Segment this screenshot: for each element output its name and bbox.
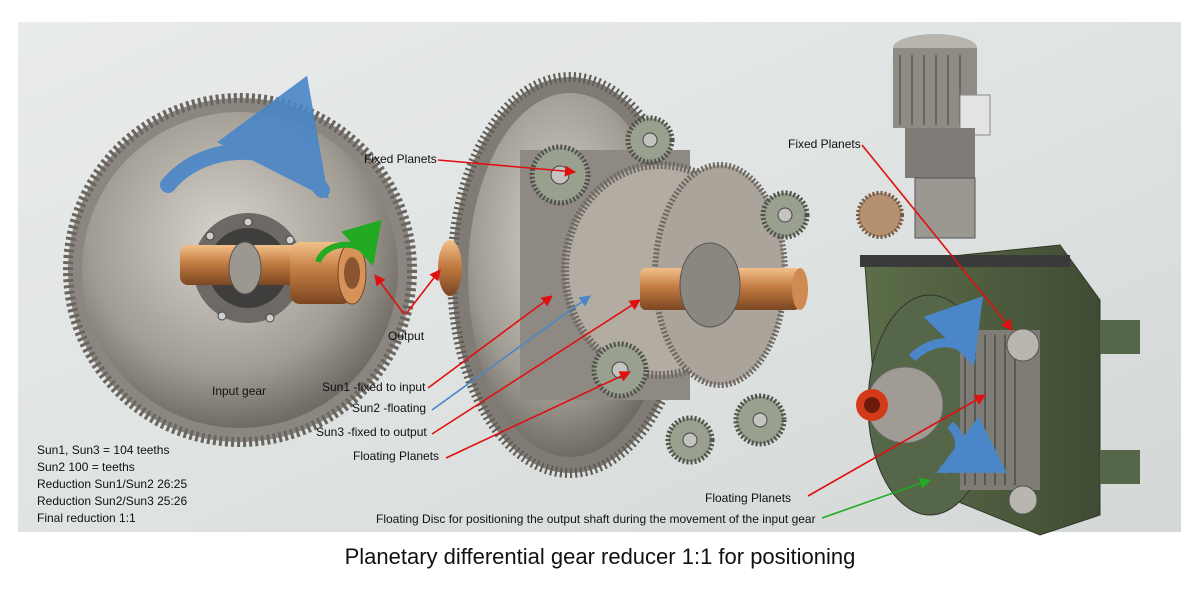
spec-line: Sun2 100 = teeths <box>37 460 135 474</box>
arrow-output-center <box>405 269 441 315</box>
label-fixed-planets-center: Fixed Planets <box>364 152 437 166</box>
arrow-sun1 <box>427 295 553 389</box>
arrow-floating-planets-center <box>445 371 632 459</box>
motor-housing-assembly <box>856 34 1140 536</box>
label-floating-planets-right: Floating Planets <box>705 491 792 505</box>
spec-line: Reduction Sun2/Sun3 25:26 <box>37 494 188 508</box>
label-fixed-planets-right: Fixed Planets <box>788 137 861 151</box>
arrow-output-left <box>374 274 405 315</box>
label-floating-planets-center: Floating Planets <box>353 449 440 463</box>
label-input-gear: Input gear <box>212 384 267 398</box>
figure-caption: Planetary differential gear reducer 1:1 … <box>344 544 856 569</box>
label-sun2: Sun2 -floating <box>352 401 427 415</box>
spec-list: Sun1, Sun3 = 104 teeths Sun2 100 = teeth… <box>37 442 187 527</box>
input-gear-assembly <box>63 75 417 447</box>
arrow-floating-disc <box>821 478 932 519</box>
annotation-arrows <box>374 144 1013 519</box>
label-floating-disc: Floating Disc for positioning the output… <box>376 512 816 526</box>
arrow-floating-planets-right <box>807 394 986 497</box>
spec-line: Reduction Sun1/Sun2 26:25 <box>37 477 188 491</box>
arrow-fixed-planets-right <box>861 144 1013 331</box>
label-sun3: Sun3 -fixed to output <box>316 425 427 439</box>
arrow-fixed-planets-center <box>437 159 577 177</box>
arrow-sun2 <box>431 295 591 411</box>
spec-line: Final reduction 1:1 <box>37 511 136 525</box>
spec-line: Sun1, Sun3 = 104 teeths <box>37 443 170 457</box>
arrow-sun3 <box>431 299 641 435</box>
label-sun1: Sun1 -fixed to input <box>322 380 426 394</box>
label-output: Output <box>388 329 425 343</box>
